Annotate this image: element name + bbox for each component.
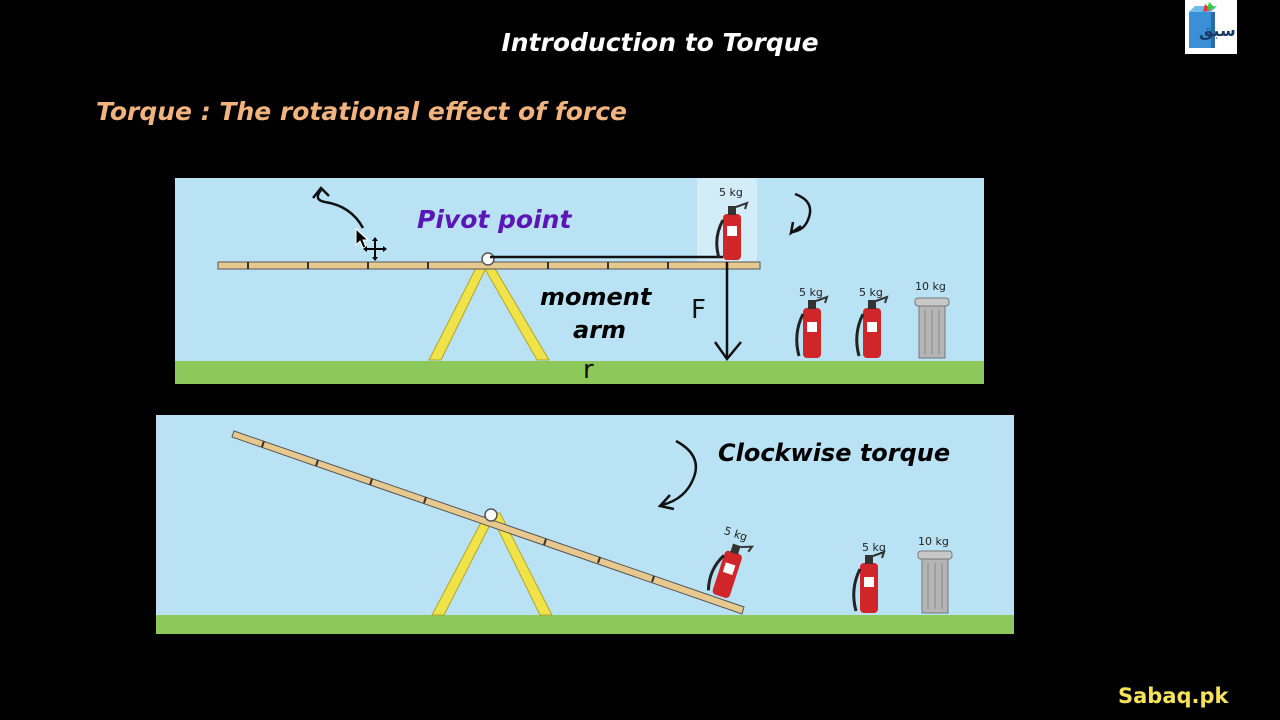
logo-script: سبق bbox=[1199, 21, 1236, 40]
sabaq-logo: سبق bbox=[1185, 0, 1237, 54]
brand-footer: Sabaq.pk bbox=[1118, 684, 1229, 708]
moment-arm-label-2: arm bbox=[573, 316, 626, 344]
weight-label: 5 kg bbox=[719, 186, 743, 199]
fire-extinguisher-icon bbox=[795, 295, 829, 358]
tilted-seesaw-panel: 5 kg Clockwise torque 5 kg 10 kg bbox=[156, 415, 1014, 634]
clockwise-arrow-icon bbox=[792, 192, 812, 234]
counterclockwise-arrow-icon bbox=[316, 189, 365, 229]
fire-extinguisher-icon bbox=[706, 543, 755, 598]
fire-extinguisher-icon bbox=[855, 295, 889, 358]
trash-can-icon bbox=[914, 297, 950, 359]
fire-extinguisher-icon bbox=[852, 550, 886, 613]
move-cursor-icon bbox=[355, 228, 387, 261]
pivot-point-label: Pivot point bbox=[417, 205, 572, 234]
trash-can-icon bbox=[917, 550, 953, 614]
seesaw-plank bbox=[231, 430, 745, 615]
pivot-circle bbox=[481, 252, 495, 266]
balanced-seesaw-panel: 5 kg Pivot point moment arm F r 5 kg 5 k… bbox=[175, 178, 984, 384]
force-arrow-icon bbox=[713, 262, 742, 362]
page-title: Introduction to Torque bbox=[501, 28, 819, 57]
pivot-circle bbox=[484, 508, 498, 522]
clockwise-arrow-icon bbox=[661, 439, 698, 507]
weight-label: 10 kg bbox=[918, 535, 949, 548]
weight-label: 5 kg bbox=[862, 541, 886, 554]
weight-label: 5 kg bbox=[859, 286, 883, 299]
weight-label: 10 kg bbox=[915, 280, 946, 293]
moment-arm-label: moment bbox=[540, 283, 653, 311]
clockwise-torque-label: Clockwise torque bbox=[718, 439, 950, 467]
fire-extinguisher-icon bbox=[715, 201, 749, 260]
force-letter: F bbox=[691, 295, 706, 325]
weight-label: 5 kg bbox=[799, 286, 823, 299]
torque-definition: Torque : The rotational effect of force bbox=[96, 97, 627, 126]
arm-letter: r bbox=[583, 355, 594, 384]
